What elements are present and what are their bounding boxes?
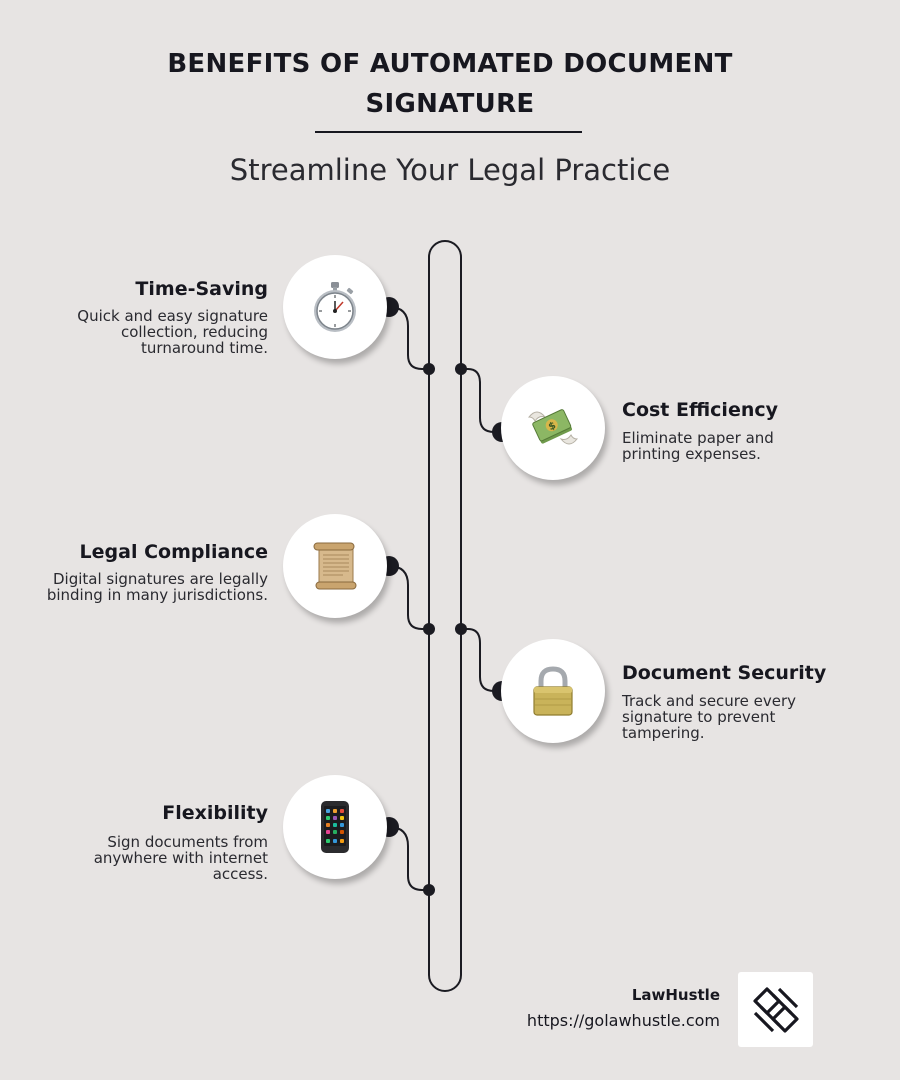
feature-description: Track and secure every signature to prev… [622, 692, 797, 742]
feature-description: Quick and easy signature collection, red… [77, 307, 268, 357]
feature-icon-circle [501, 639, 605, 743]
connector-document-security [461, 628, 502, 692]
lawhustle-logo-icon [752, 986, 799, 1033]
feature-icon-circle [283, 255, 387, 359]
feature-description: Sign documents from anywhere with intern… [93, 833, 268, 883]
svg-text:$: $ [547, 420, 558, 433]
feature-title: Time-Saving [135, 278, 268, 300]
connector-dot-time-saving-end [423, 363, 435, 375]
stopwatch-icon [314, 282, 356, 332]
connector-cost-efficiency [461, 368, 502, 433]
feature-title: Flexibility [162, 802, 268, 824]
timeline-track [428, 240, 462, 992]
connector-flexibility [388, 826, 429, 891]
money-with-wings-icon: $ [527, 409, 579, 445]
connector-time-saving [388, 306, 429, 370]
feature-title: Legal Compliance [79, 541, 268, 563]
connector-legal-compliance [388, 565, 429, 630]
feature-icon-circle [283, 514, 387, 618]
feature-description: Eliminate paper and printing expenses. [622, 429, 774, 463]
scroll-icon [313, 542, 357, 590]
brand-logo [738, 972, 813, 1047]
infographic-subtitle: Streamline Your Legal Practice [229, 153, 671, 187]
mobile-phone-icon [321, 801, 349, 853]
padlock-icon [533, 666, 573, 716]
connector-dot-cost-efficiency-start [455, 363, 467, 375]
feature-description: Digital signatures are legally binding i… [46, 570, 268, 604]
connector-dot-document-security-start [455, 623, 467, 635]
brand-url[interactable]: https://golawhustle.com [526, 1011, 720, 1030]
infographic-title: BENEFITS OF AUTOMATED DOCUMENT SIGNATURE [167, 49, 733, 119]
connector-dot-legal-compliance-end [423, 623, 435, 635]
feature-icon-circle [283, 775, 387, 879]
feature-icon-circle: $ [501, 376, 605, 480]
feature-title: Cost Efficiency [622, 399, 779, 421]
feature-title: Document Security [622, 662, 827, 684]
brand-name: LawHustle [631, 986, 720, 1004]
title-underline [315, 131, 582, 133]
connector-dot-flexibility-end [423, 884, 435, 896]
